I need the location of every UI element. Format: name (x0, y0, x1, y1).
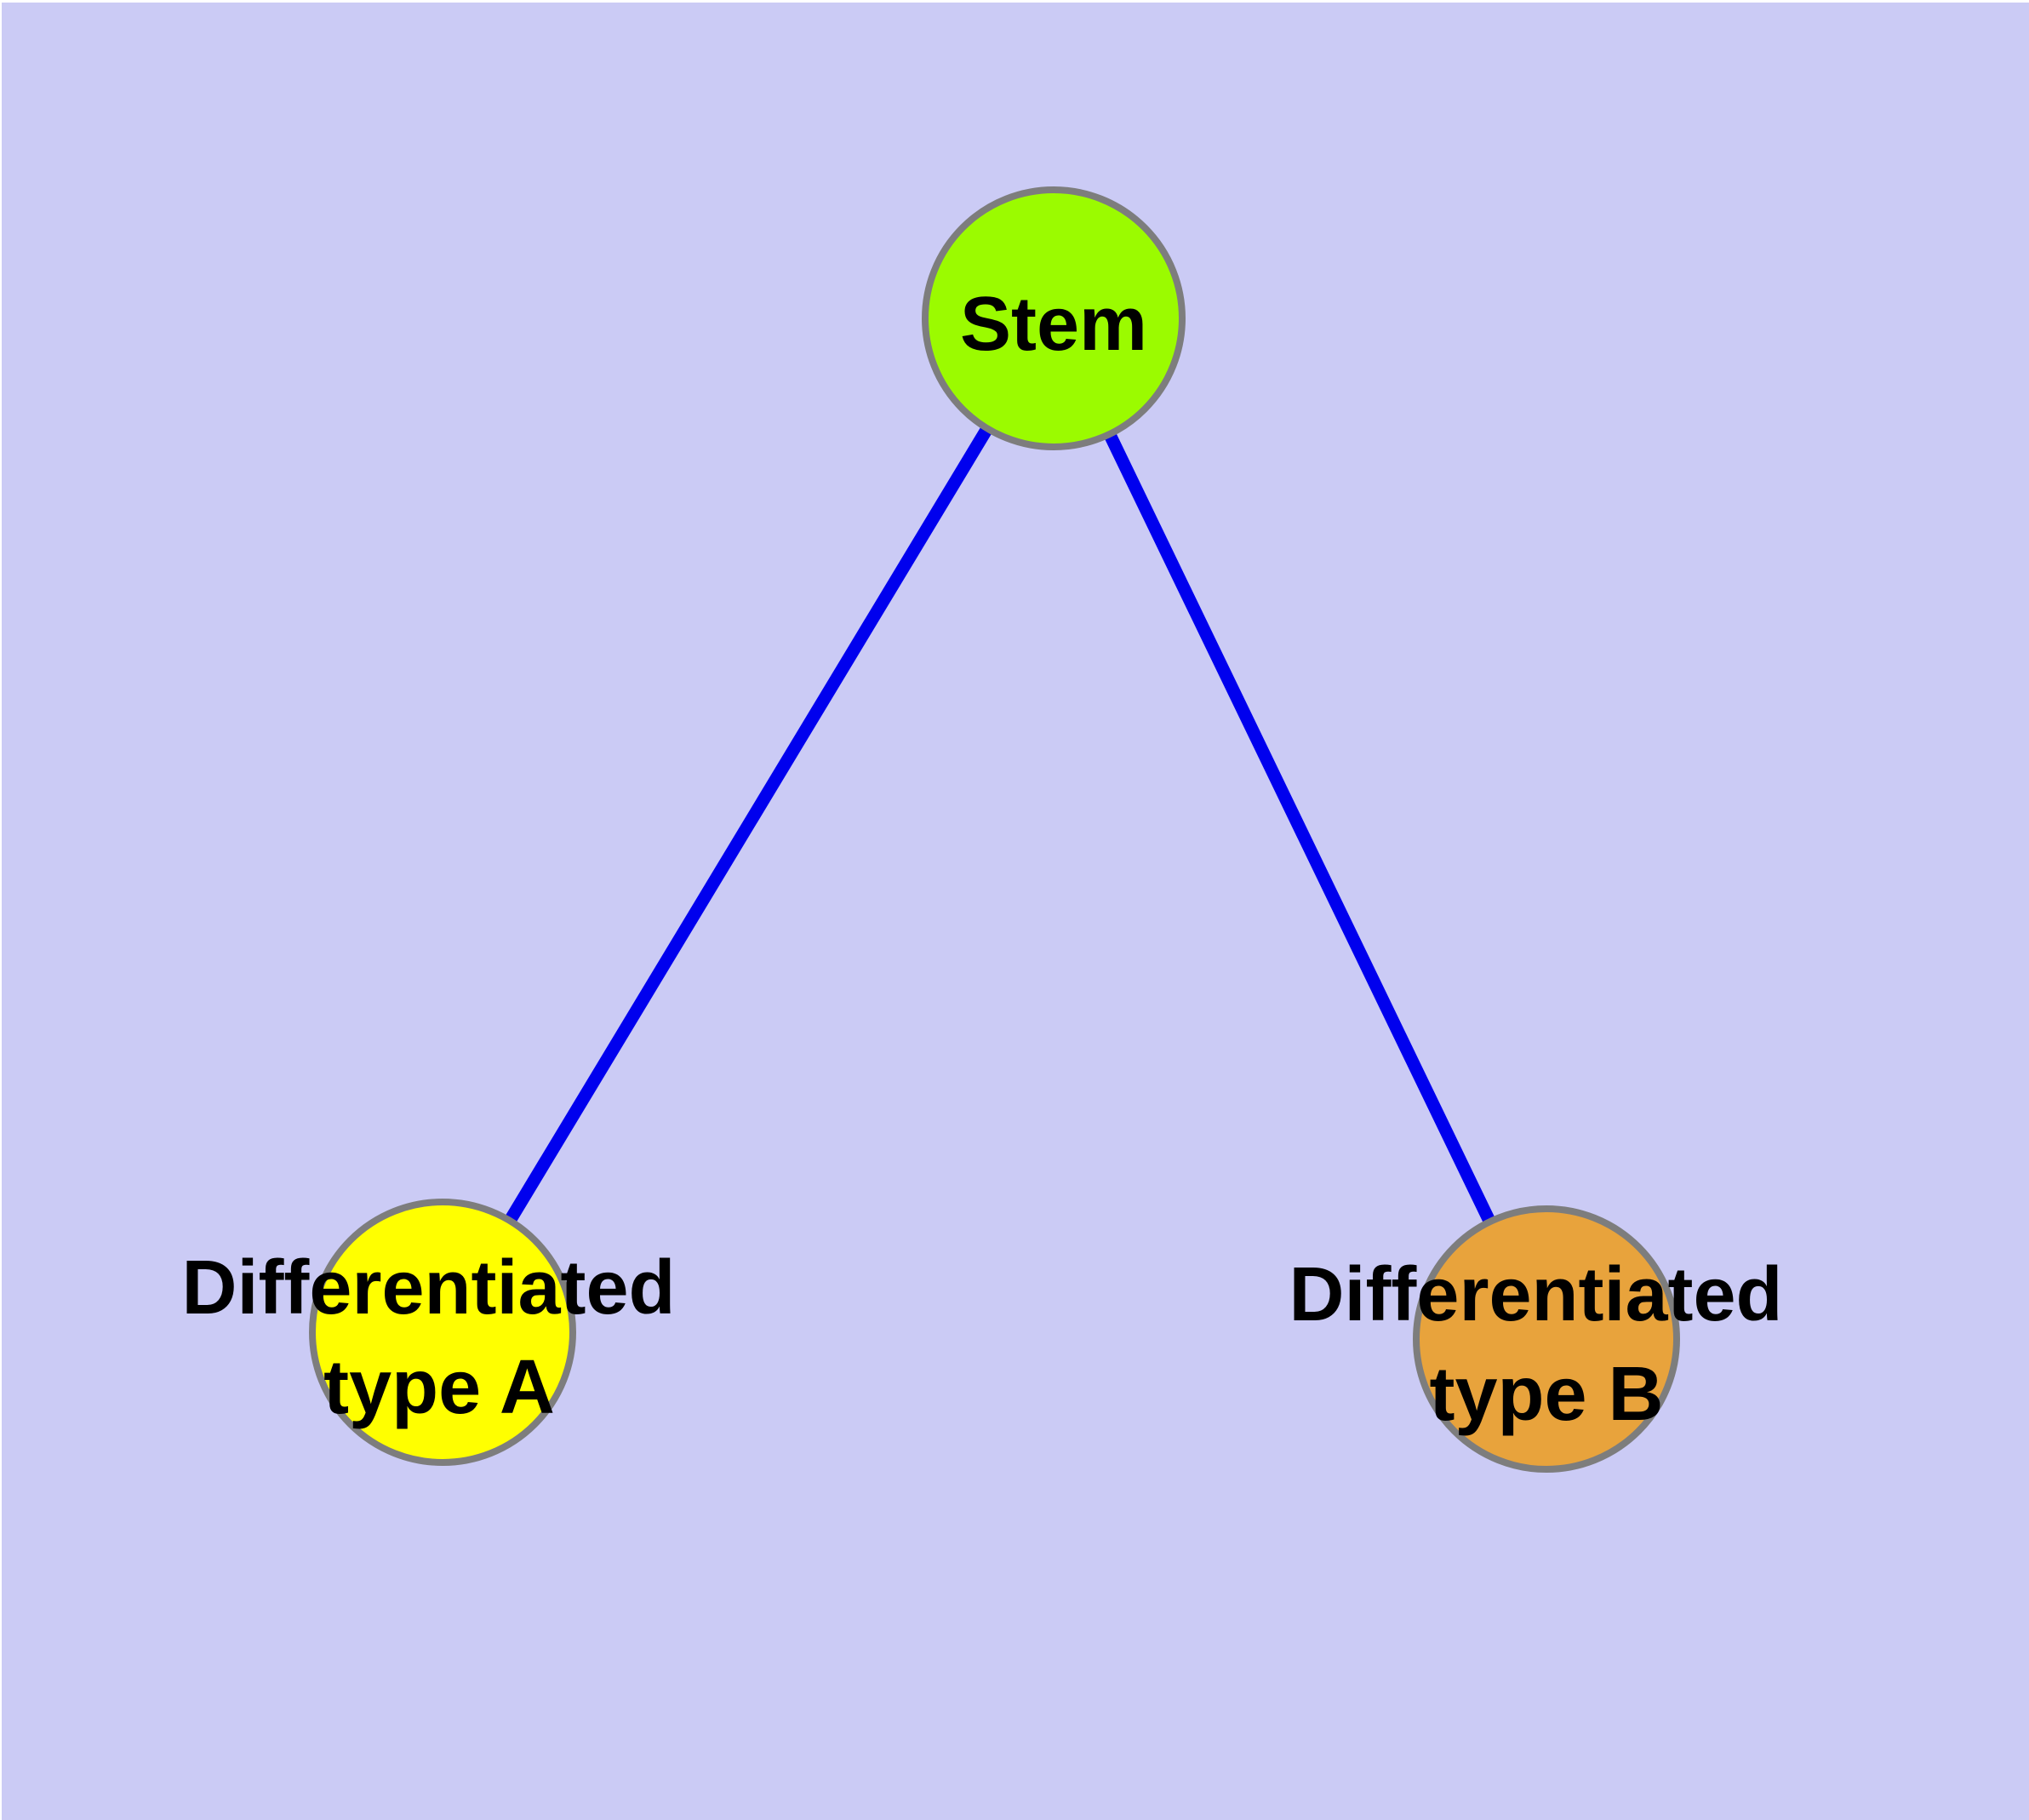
node-differentiated-type-b[interactable] (1413, 1205, 1680, 1473)
edge-layer (437, 315, 1552, 1342)
node-label-line: Differentiated (1289, 1252, 1782, 1337)
node-label-differentiated-type-a: Differentiated type A (181, 1245, 696, 1430)
node-label-differentiated-type-b: Differentiated type B (1289, 1252, 1803, 1437)
node-layer (309, 186, 1680, 1473)
node-label-line: Differentiated (181, 1245, 675, 1331)
node-stem[interactable] (922, 186, 1186, 450)
node-label-line: type B (1429, 1352, 1663, 1437)
node-label-stem: Stem (960, 282, 1147, 367)
edge-stem-to-type-a[interactable] (437, 315, 1060, 1336)
node-label-line: type A (323, 1345, 555, 1430)
node-differentiated-type-a[interactable] (309, 1199, 576, 1466)
label-layer: Stem Differentiated type A Differentiate… (181, 282, 1803, 1437)
edge-stem-to-type-b[interactable] (1048, 315, 1552, 1342)
